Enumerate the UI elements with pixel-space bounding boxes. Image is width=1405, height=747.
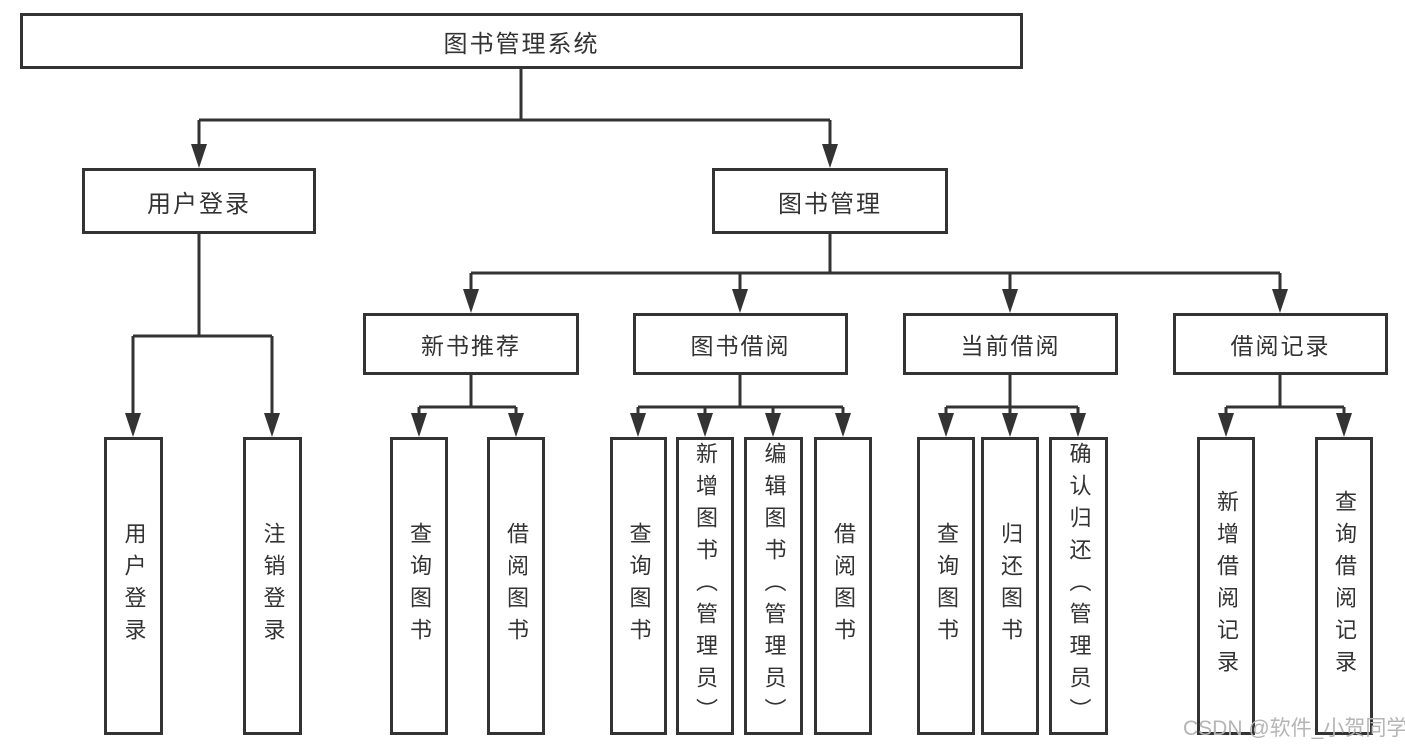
leaf-confirm-return-admin: 确认归还（管理员） (1049, 437, 1108, 735)
arrowhead-icons (125, 144, 1352, 437)
leaf-user-login: 用户登录 (104, 437, 163, 735)
leaf-label: 归还图书 (998, 522, 1023, 650)
node-library-system: 图书管理系统 (20, 13, 1023, 69)
leaf-query-books-recommend: 查询图书 (390, 437, 448, 735)
leaf-label: 注销登录 (260, 522, 286, 650)
leaf-add-book-admin: 新增图书（管理员） (676, 437, 734, 735)
leaf-label: 新增借阅记录 (1214, 490, 1239, 682)
leaf-label: 借阅图书 (504, 522, 529, 650)
leaf-label: 查询图书 (407, 522, 432, 650)
leaf-label: 新增图书（管理员） (693, 442, 718, 730)
leaf-logout: 注销登录 (243, 437, 302, 735)
node-current-borrowing: 当前借阅 (903, 313, 1118, 375)
node-book-management: 图书管理 (712, 168, 948, 234)
leaf-label: 借阅图书 (831, 522, 856, 650)
leaf-label: 用户登录 (121, 522, 147, 650)
leaf-edit-book-admin: 编辑图书（管理员） (744, 437, 803, 735)
leaf-label: 确认归还（管理员） (1066, 442, 1092, 730)
leaf-label: 查询图书 (934, 522, 959, 650)
node-borrow-records: 借阅记录 (1173, 313, 1388, 375)
leaf-query-books-current: 查询图书 (917, 437, 975, 735)
watermark: CSDN @软件_小贺同学 (1183, 717, 1405, 740)
leaf-label: 编辑图书（管理员） (761, 442, 787, 730)
leaf-query-borrow-record: 查询借阅记录 (1315, 437, 1373, 735)
node-book-borrowing: 图书借阅 (633, 313, 848, 375)
node-new-book-recommendation: 新书推荐 (363, 313, 579, 375)
leaf-add-borrow-record: 新增借阅记录 (1197, 437, 1255, 735)
leaf-label: 查询借阅记录 (1332, 490, 1357, 682)
leaf-return-books: 归还图书 (981, 437, 1039, 735)
leaf-borrow-books-borrowing: 借阅图书 (814, 437, 872, 735)
node-user-login: 用户登录 (82, 168, 316, 234)
leaf-label: 查询图书 (626, 522, 652, 650)
leaf-query-books-borrowing: 查询图书 (610, 437, 667, 735)
leaf-borrow-books-recommend: 借阅图书 (487, 437, 545, 735)
